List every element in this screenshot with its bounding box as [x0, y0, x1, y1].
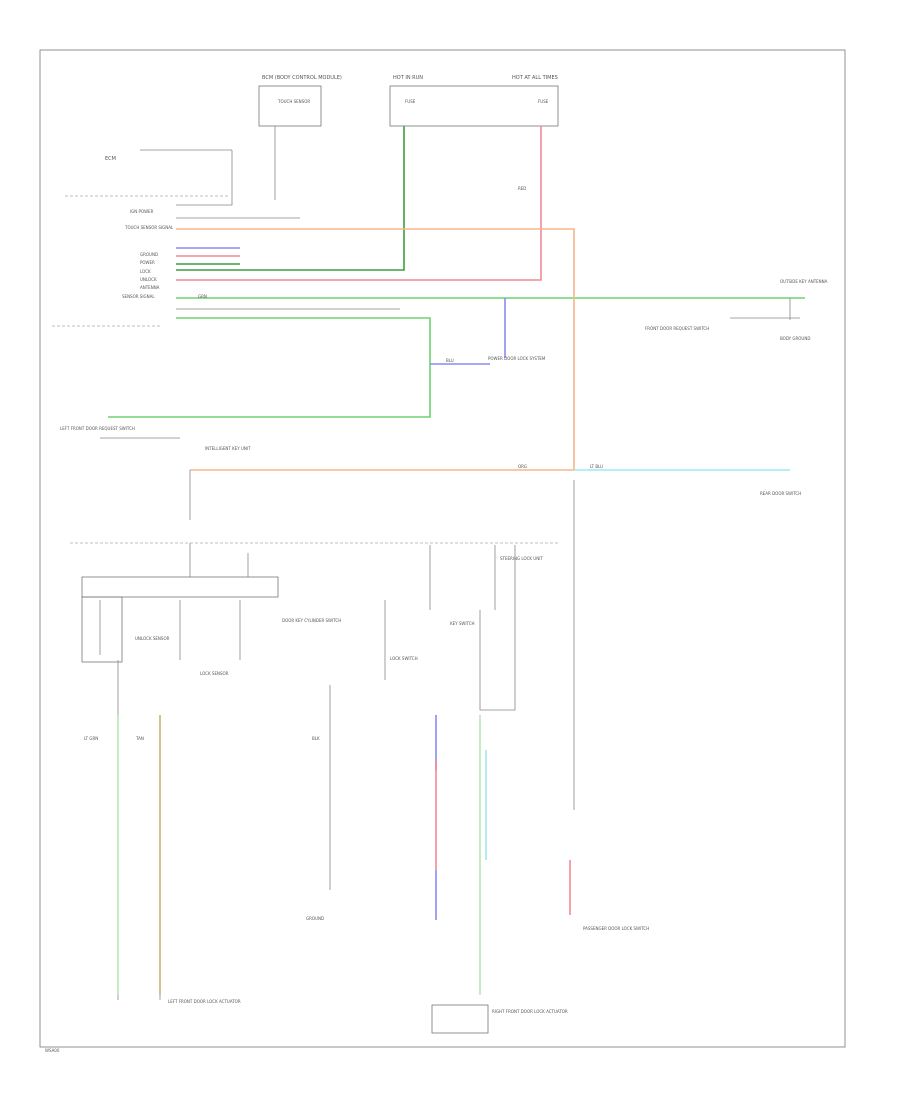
ecm-pin-6: ANTENNA: [140, 285, 160, 290]
top-module-right-sub: FUSE: [538, 99, 549, 104]
tag-lt-grn: LT GRN: [84, 736, 98, 741]
ecm-pin-2: GROUND: [140, 252, 158, 257]
label-front-door: FRONT DOOR REQUEST SWITCH: [645, 326, 709, 331]
label-rear-door: REAR DOOR SWITCH: [760, 491, 801, 496]
ecm-title: ECM: [105, 156, 116, 162]
top-module-right: HOT IN RUN FUSE HOT AT ALL TIMES FUSE: [389, 75, 559, 127]
tag-tan: TAN: [135, 736, 144, 741]
label-left-door-req: LEFT FRONT DOOR REQUEST SWITCH: [60, 426, 135, 431]
top-module-left-sub: TOUCH SENSOR: [277, 99, 310, 104]
top-module-center-title: HOT IN RUN: [393, 75, 423, 81]
ecm-pin-1: TOUCH SENSOR SIGNAL: [124, 225, 174, 230]
ecm-pin-0: IGN POWER: [130, 209, 154, 214]
top-module-left-title: BCM (BODY CONTROL MODULE): [262, 75, 342, 81]
wire-dark-green: [176, 126, 405, 271]
figure-id: WSA00: [45, 1048, 60, 1053]
top-module-left: BCM (BODY CONTROL MODULE) TOUCH SENSOR: [258, 75, 342, 127]
tag-blk: BLK: [312, 736, 320, 741]
label-door-key-cyl: DOOR KEY CYLINDER SWITCH: [282, 618, 341, 623]
top-module-center-sub: FUSE: [405, 99, 416, 104]
label-key-switch: KEY SWITCH: [450, 621, 475, 626]
label-lock-switch: LOCK SWITCH: [390, 656, 418, 661]
tag-red: RED: [518, 186, 526, 191]
ecm-pin-7: SENSOR SIGNAL: [122, 294, 155, 299]
label-left-front-actuator: LEFT FRONT DOOR LOCK ACTUATOR: [168, 999, 241, 1004]
label-passenger-switch: PASSENGER DOOR LOCK SWITCH: [583, 926, 649, 931]
wire-orange: [176, 228, 575, 470]
label-lock-sensor: LOCK SENSOR: [200, 671, 229, 676]
tag-org: ORG: [518, 464, 527, 469]
label-steering: STEERING LOCK UNIT: [500, 556, 543, 561]
wire-green-loop: [108, 317, 431, 418]
ecm-pin-5: UNLOCK: [140, 277, 157, 282]
label-unlock-sensor: UNLOCK SENSOR: [135, 636, 170, 641]
colored-wires-upper: [108, 126, 805, 471]
colored-wires-lower: [117, 715, 571, 995]
top-module-right-title: HOT AT ALL TIMES: [512, 75, 558, 81]
grey-wires: [100, 126, 800, 810]
diagram-frame: [39, 49, 846, 1048]
tag-blu: BLU: [446, 358, 454, 363]
lower-switch-assembly: UNLOCK SENSOR LOCK SENSOR DOOR KEY CYLIN…: [81, 543, 649, 1034]
ecm-pin-4: LOCK: [140, 269, 151, 274]
tag-grn: GRN: [198, 294, 207, 299]
label-right-front-actuator: RIGHT FRONT DOOR LOCK ACTUATOR: [492, 1009, 568, 1014]
wire-red: [176, 126, 542, 281]
ecm-pin-3: POWER: [140, 260, 155, 265]
label-intelligent-key: INTELLIGENT KEY UNIT: [205, 446, 251, 451]
tag-lt-blu: LT BLU: [590, 464, 603, 469]
label-power-door: POWER DOOR LOCK SYSTEM: [488, 356, 546, 361]
label-outside-key: OUTSIDE KEY ANTENNA: [780, 279, 828, 284]
label-body-ground: BODY GROUND: [780, 336, 810, 341]
ecm-pin-block: ECM IGN POWER TOUCH SENSOR SIGNAL GROUND…: [105, 156, 174, 299]
label-ground: GROUND: [306, 916, 324, 921]
